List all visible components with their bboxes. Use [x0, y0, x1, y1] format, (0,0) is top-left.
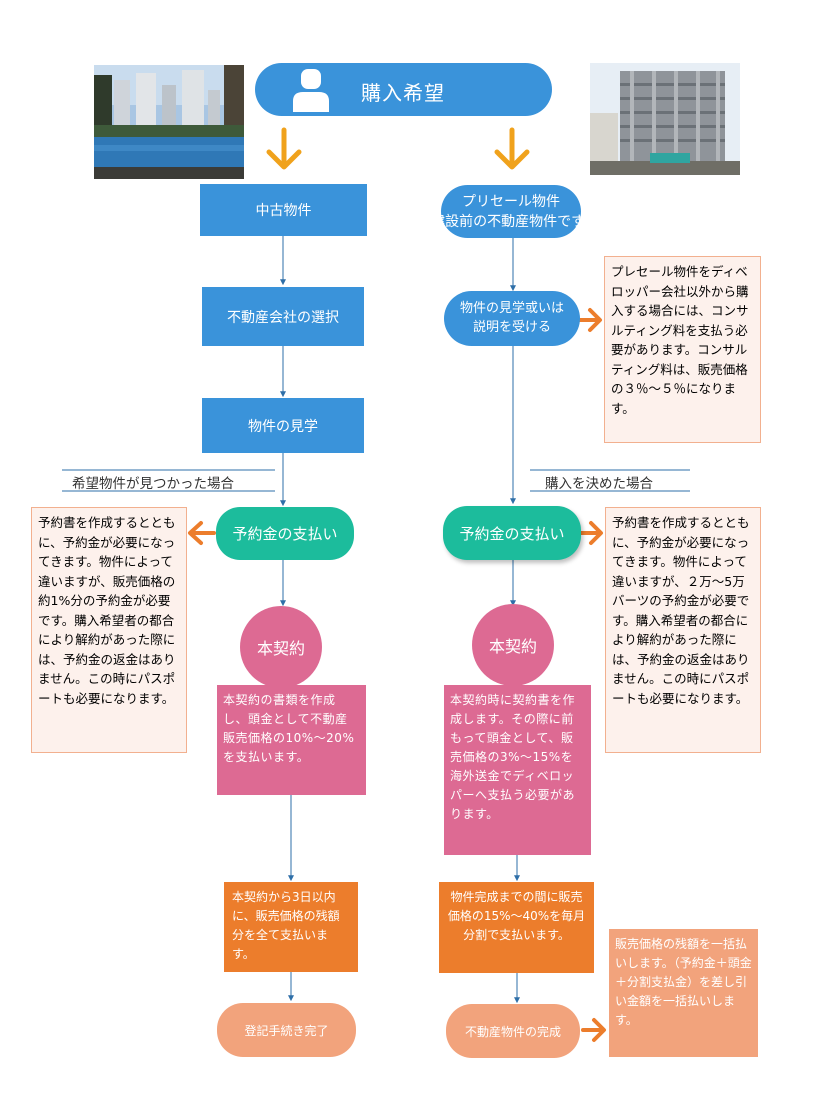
page-title: 購入希望 [361, 81, 445, 105]
found-label-bracket [62, 469, 275, 492]
select-agency-box: 不動産会社の選択 [202, 287, 364, 346]
found-property-label: 希望物件が見つかった場合 [72, 476, 234, 492]
arrow-left-icon [188, 521, 216, 545]
right-deposit-note: 予約書を作成するとともに、予約金が必要になってきます。物件によって違いますが、２… [605, 507, 761, 753]
arrow-right-icon [578, 521, 603, 545]
down-arrow-icon [266, 127, 302, 170]
left-payment-box: 本契約から3日以内に、販売価格の残額分を全て支払います。 [224, 882, 358, 972]
left-contract-detail: 本契約の書類を作成し、頭金として不動産販売価格の10%～20%を支払います。 [217, 685, 366, 795]
left-deposit-pill: 予約金の支払い [216, 507, 354, 560]
down-arrow-icon [494, 127, 530, 170]
used-property-box: 中古物件 [200, 184, 367, 236]
right-contract-circle: 本契約 [472, 604, 554, 686]
property-complete-pill: 不動産物件の完成 [446, 1004, 580, 1058]
viewing-or-explanation-label: 物件の見学或いは説明を受ける [459, 301, 564, 335]
presale-subtitle: （建設前の不動産物件です。） [417, 214, 605, 230]
right-deposit-pill: 予約金の支払い [443, 506, 581, 560]
final-payment-note: 販売価格の残額を一括払いします。（予約金＋頭金＋分割支払金）を差し引い金額を一括… [609, 929, 758, 1057]
person-icon [291, 68, 331, 113]
right-photo [590, 63, 740, 175]
decided-purchase-label: 購入を決めた場合 [545, 476, 653, 492]
right-contract-detail: 本契約時に契約書を作成します。その際に前もって頭金として、販売価格の3%～15%… [444, 685, 591, 855]
property-viewing-box: 物件の見学 [202, 398, 364, 453]
left-deposit-note: 予約書を作成するとともに、予約金が必要になってきます。物件によって違いますが、販… [31, 507, 187, 753]
registration-complete-pill: 登記手続き完了 [217, 1003, 356, 1057]
viewing-or-explanation-pill: 物件の見学或いは説明を受ける [444, 291, 580, 346]
decided-label-bracket [530, 469, 690, 492]
left-contract-circle: 本契約 [240, 606, 322, 688]
consulting-fee-note: プレセール物件をディベロッパー会社以外から購入する場合には、コンサルティング料を… [604, 256, 761, 443]
arrow-right-icon [581, 1018, 606, 1042]
purchase-request-header: 購入希望 [255, 63, 552, 116]
installment-box: 物件完成までの間に販売価格の15%～40%を毎月分割で支払います。 [439, 882, 594, 973]
left-photo [94, 65, 244, 179]
presale-title: プリセール物件 [462, 194, 560, 210]
presale-property-pill: プリセール物件 （建設前の不動産物件です。） [417, 185, 605, 238]
arrow-right-icon [576, 308, 602, 332]
